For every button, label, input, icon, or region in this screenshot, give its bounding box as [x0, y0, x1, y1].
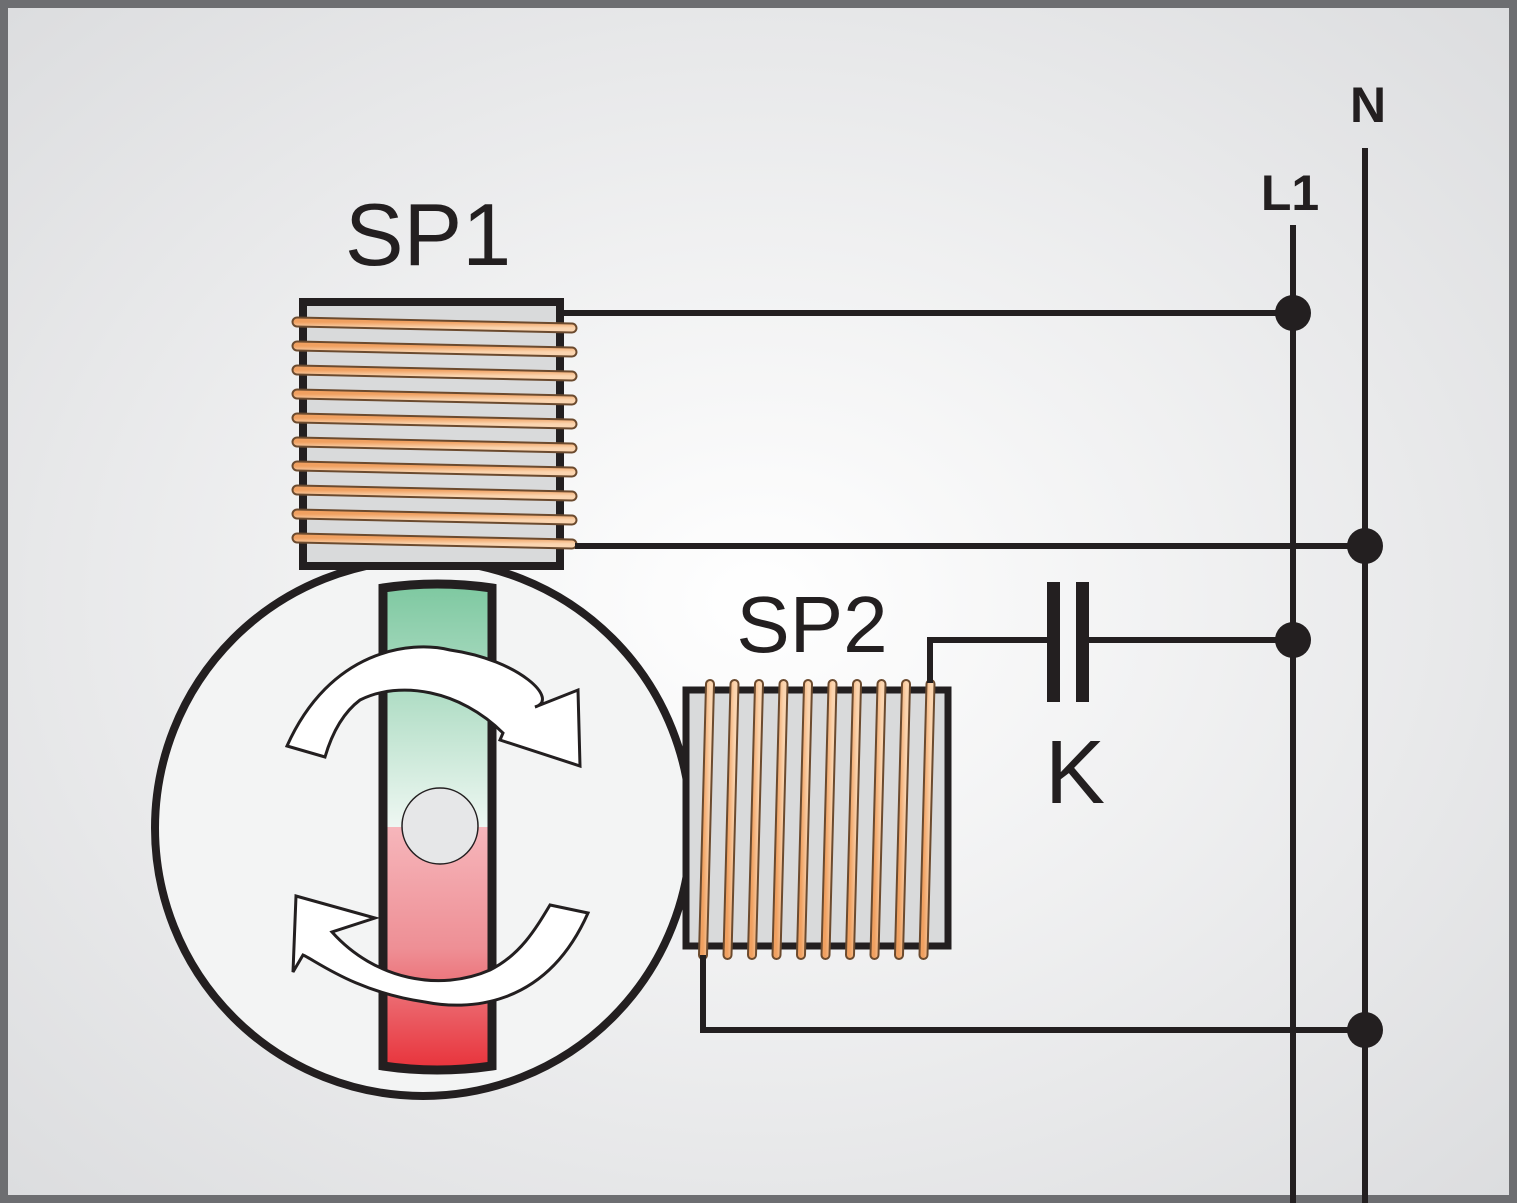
rotation-arrow-bottom-icon [291, 894, 591, 1007]
winding-turn [920, 681, 934, 958]
winding-turn [293, 342, 576, 356]
winding-turn [700, 681, 713, 958]
rotation-arrow-top-icon [284, 645, 582, 769]
winding-turn [896, 681, 909, 958]
winding-turn [293, 366, 576, 380]
winding-turn [293, 438, 576, 452]
winding-turn [773, 681, 787, 958]
winding-turn [293, 318, 576, 332]
label-l1: L1 [1261, 165, 1319, 221]
winding-turn [293, 510, 576, 524]
wire-sp2-capacitor [927, 637, 1053, 683]
winding-turn [847, 681, 860, 958]
winding-turn [293, 486, 576, 500]
label-sp2: SP2 [736, 580, 887, 669]
label-sp1: SP1 [345, 185, 511, 284]
capacitor-k [1047, 582, 1089, 702]
winding-turn [871, 681, 885, 958]
wire-sp2-n [700, 955, 1365, 1033]
winding-turn [798, 681, 811, 958]
rotor-shaft [401, 787, 479, 865]
winding-turn [293, 414, 576, 428]
label-k: K [1045, 723, 1105, 823]
label-n: N [1350, 77, 1386, 133]
winding-turn [293, 462, 576, 476]
coil-sp1 [291, 298, 578, 570]
junctions [1275, 295, 1383, 1048]
coil-sp2 [682, 679, 952, 960]
winding-turn [822, 681, 836, 958]
winding-turn [724, 681, 738, 958]
winding-turn [749, 681, 762, 958]
winding-turn [293, 390, 576, 404]
winding-turn [293, 534, 576, 548]
